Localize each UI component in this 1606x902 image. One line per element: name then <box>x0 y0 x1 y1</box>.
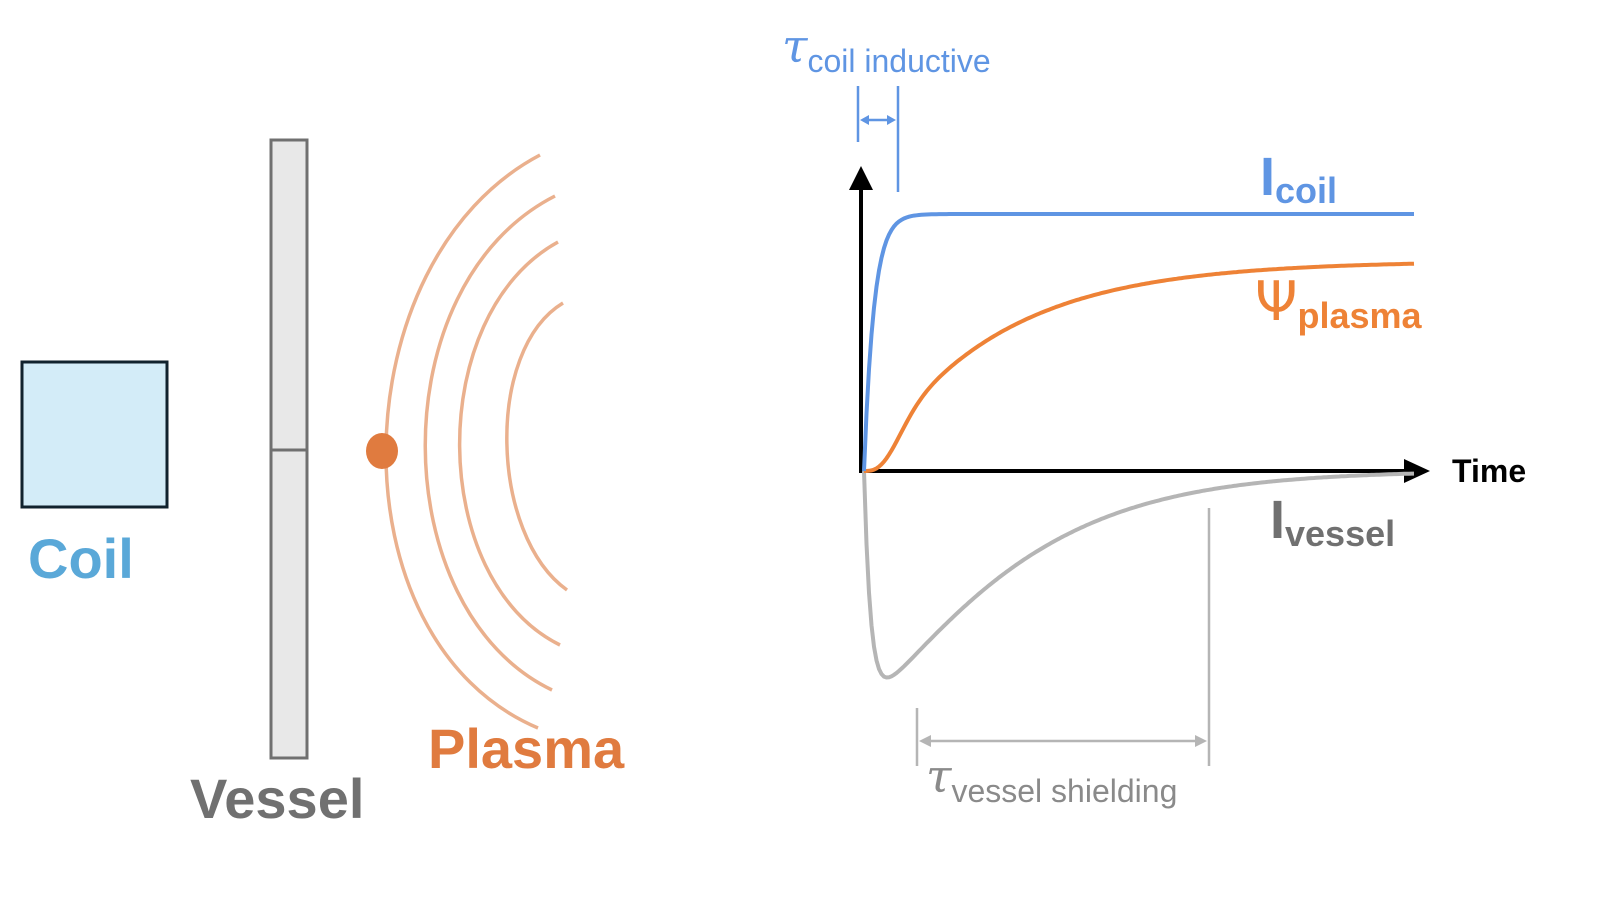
vessel-wall-upper <box>269 138 309 452</box>
vessel-current-curve <box>862 470 1414 680</box>
vessel-curve-label-sub: vessel <box>1285 513 1395 554</box>
plasma-curve-label: Ψplasma <box>1255 270 1423 336</box>
tau-vessel-annotation <box>915 508 1211 766</box>
tau-vessel-sub: vessel shielding <box>951 773 1177 809</box>
coil-current-curve <box>862 212 1414 472</box>
plasma-label: Plasma <box>428 717 625 780</box>
x-axis-label: Time <box>1452 453 1526 489</box>
coil-label: Coil <box>28 527 134 590</box>
tau-coil-annotation <box>856 86 900 192</box>
tau-coil-glyph: τ <box>782 19 809 73</box>
schematic: Coil Vessel Plasma <box>20 138 625 830</box>
vessel-curve-label-main: I <box>1270 490 1285 550</box>
tau-coil-sub: coil inductive <box>807 43 990 79</box>
coil-box-outline <box>20 360 169 509</box>
plasma-curve-label-sub: plasma <box>1298 295 1423 336</box>
coil-curve-label-main: I <box>1260 147 1275 207</box>
plasma-wave-4 <box>505 301 569 592</box>
vessel-curve-label: Ivessel <box>1270 490 1395 554</box>
tau-vessel-label: τvessel shielding <box>926 749 1177 809</box>
plasma-dot <box>366 433 398 469</box>
coil-curve-label-sub: coil <box>1275 170 1337 211</box>
plasma-wave-1 <box>384 153 541 730</box>
plasma-wave-2 <box>423 194 556 692</box>
tau-coil-arrow-left <box>860 115 869 125</box>
y-axis-arrowhead <box>849 166 873 190</box>
plasma-waves <box>384 153 569 730</box>
vessel-label: Vessel <box>190 767 364 830</box>
coil-box <box>22 362 167 507</box>
vessel-wall-lower <box>269 448 309 760</box>
plasma-flux-curve <box>864 261 1415 473</box>
tau-coil-label: τcoil inductive <box>782 19 991 79</box>
tau-vessel-glyph: τ <box>926 749 953 803</box>
plasma-curve-label-main: Ψ <box>1255 270 1298 333</box>
tau-vessel-arrow-left <box>919 735 931 747</box>
tau-vessel-arrow-right <box>1195 735 1207 747</box>
x-axis-arrowhead <box>1404 459 1430 483</box>
response-plot: Time Icoil Ψplasma Ivessel τcoil inducti… <box>782 19 1526 809</box>
plasma-wave-3 <box>457 240 561 647</box>
coil-curve-label: Icoil <box>1260 147 1337 211</box>
tau-coil-arrow-right <box>887 115 896 125</box>
